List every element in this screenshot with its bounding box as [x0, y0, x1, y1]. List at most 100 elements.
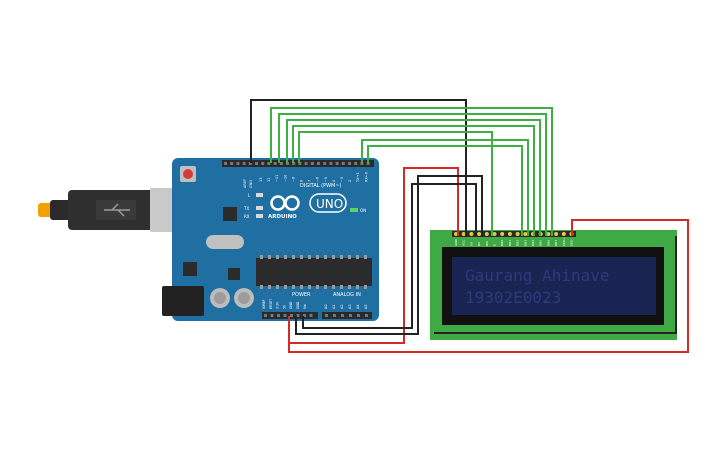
- lcd-pin-label: V0: [469, 242, 473, 246]
- header-hole: [236, 162, 240, 165]
- header-hole: [255, 162, 258, 165]
- lcd-pin: [500, 232, 505, 236]
- header-hole: [329, 162, 333, 165]
- lcd-pin: [523, 232, 528, 236]
- digital-pin-label: ~5: [324, 177, 328, 182]
- lcd-pin: [477, 232, 482, 236]
- header-hole: [333, 314, 336, 317]
- header-hole: [349, 314, 352, 317]
- analog-pin-label: A3: [348, 304, 352, 309]
- header-hole: [270, 314, 274, 317]
- lcd-pin: [461, 232, 466, 236]
- header-hole: [317, 162, 320, 165]
- header-hole: [248, 162, 252, 165]
- header-hole: [242, 162, 246, 165]
- header-hole: [304, 162, 308, 165]
- usb-icon: [104, 203, 130, 217]
- analog-pin-label: A5: [364, 304, 368, 309]
- header-hole: [273, 162, 277, 165]
- analog-pin-label: A1: [332, 304, 336, 309]
- header-hole: [230, 162, 234, 165]
- lcd-pin: [484, 232, 489, 236]
- lcd-pin-label: DB6: [546, 240, 550, 246]
- header-hole: [335, 162, 339, 165]
- arduino-logo-icon: [270, 195, 300, 211]
- power-pin-label: GND: [289, 301, 293, 309]
- header-hole: [341, 162, 345, 165]
- header-hole: [261, 162, 265, 165]
- led-l-label: L: [248, 193, 251, 198]
- wires: [250, 99, 689, 353]
- power-pin-label: IOREF: [262, 299, 266, 309]
- header-hole: [365, 314, 368, 317]
- header-hole: [360, 162, 364, 165]
- wire-green-d10: [286, 119, 541, 236]
- digital-pin-label: TX→1: [356, 172, 360, 183]
- header-hole: [348, 162, 351, 165]
- analog-header-label: ANALOG IN: [333, 292, 361, 298]
- digital-pin-label: 13: [259, 178, 263, 182]
- digital-pin-label: ~6: [316, 177, 320, 182]
- header-hole: [341, 314, 344, 317]
- lcd-pin: [546, 232, 551, 236]
- analog-pin-label: A2: [340, 304, 344, 309]
- lcd-pin-label: RW: [485, 241, 489, 246]
- power-header-label: POWER: [292, 292, 311, 298]
- lcd-pin: [515, 232, 520, 236]
- digital-pin-label: RX←0: [364, 172, 368, 182]
- lcd-pin-label: DB4: [531, 240, 535, 246]
- digital-pin-label: ~9: [291, 177, 295, 182]
- header-hole: [290, 314, 293, 317]
- power-pin-label: GND: [296, 301, 300, 309]
- analog-pin-label: A0: [324, 304, 328, 309]
- digital-pin-label: 4: [332, 179, 336, 182]
- lcd-pin-label: LED+: [562, 237, 566, 246]
- power-pin-label: 3.3V: [276, 301, 280, 309]
- header-hole: [296, 314, 300, 317]
- wire-red-5v-backlight: [288, 219, 689, 353]
- digital-header: [222, 160, 374, 167]
- digital-pin-label: 12: [267, 178, 271, 182]
- power-pin-label: RESET: [269, 299, 273, 309]
- header-hole: [264, 314, 267, 317]
- wire-black-gnd: [250, 99, 467, 236]
- lcd-pin-label: GND: [454, 238, 458, 246]
- led-rx-label: RX: [244, 214, 250, 219]
- lcd-pin-label: DB2: [516, 240, 520, 246]
- lcd-pin-label: DB1: [508, 240, 512, 246]
- wire-green-d2: [361, 139, 529, 236]
- wire-green-d12: [270, 107, 553, 236]
- analog-header: [322, 312, 372, 319]
- digital-header-label: DIGITAL (PWM~): [300, 183, 342, 189]
- lcd-pin-label: DB7: [554, 240, 558, 246]
- lcd-pin-label: LED-: [570, 239, 574, 246]
- header-hole: [292, 162, 296, 165]
- power-pin-label: 5V: [282, 304, 286, 309]
- header-hole: [354, 162, 358, 165]
- power-pin-label: Vin: [303, 304, 307, 309]
- brand-label: ARDUINO: [268, 214, 297, 220]
- digital-pin-label: 7: [308, 180, 312, 182]
- led-tx-label: TX: [243, 206, 249, 211]
- lcd-pin: [554, 232, 559, 236]
- analog-pin-label: A4: [356, 304, 360, 309]
- lcd-pin-label: DB3: [523, 240, 527, 246]
- lcd-line-1: Gaurang Ahinave: [465, 266, 610, 285]
- digital-pin-label: 8: [300, 180, 304, 182]
- lcd-pin-label: DB0: [500, 240, 504, 246]
- aref-label: AREF: [243, 179, 247, 188]
- wire-green-d11: [278, 113, 547, 236]
- wire-green-d8: [298, 131, 493, 236]
- header-hole: [277, 314, 280, 317]
- wire-black-gnd-rw: [302, 183, 477, 329]
- wire-green-d9: [292, 125, 535, 236]
- header-hole: [279, 162, 283, 165]
- header-hole: [286, 162, 289, 165]
- lcd-pin-label: RS: [477, 242, 481, 246]
- header-hole: [325, 314, 328, 317]
- lcd-screen: [452, 257, 656, 315]
- digital-pin-label: ~3: [340, 177, 344, 182]
- header-hole: [303, 314, 306, 317]
- model-label: UNO: [316, 197, 343, 211]
